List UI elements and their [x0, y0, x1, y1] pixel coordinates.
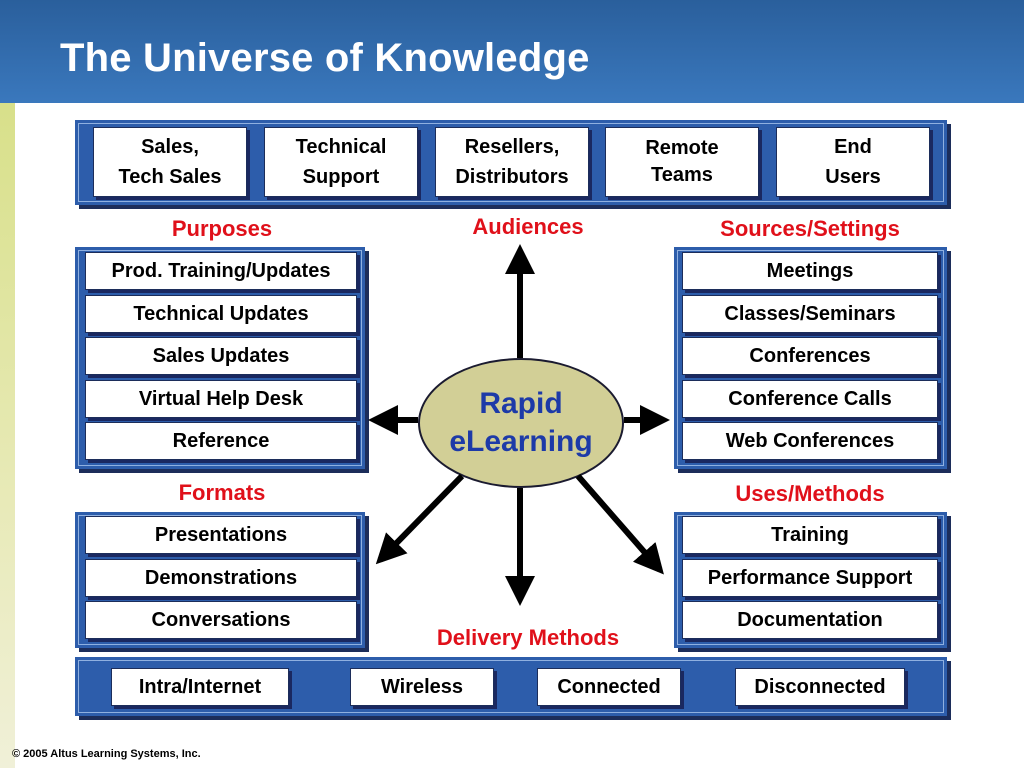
audience-item: End Users — [776, 127, 930, 197]
delivery-item: Intra/Internet — [111, 668, 289, 706]
audiences-label: Audiences — [472, 214, 584, 239]
delivery-item: Wireless — [350, 668, 494, 706]
format-item: Demonstrations — [85, 559, 357, 597]
purpose-item: Technical Updates — [85, 295, 357, 333]
source-item: Web Conferences — [682, 422, 938, 460]
audience-item: Sales, Tech Sales — [93, 127, 247, 197]
formats-panel: Presentations Demonstrations Conversatio… — [75, 512, 365, 648]
sidebar-accent — [0, 103, 15, 768]
delivery-panel: Intra/Internet Wireless Connected Discon… — [75, 657, 947, 716]
rapid-elearning-hub: Rapid eLearning — [418, 358, 624, 488]
purpose-item: Prod. Training/Updates — [85, 252, 357, 290]
uses-label: Uses/Methods — [735, 481, 885, 506]
format-item: Conversations — [85, 601, 357, 639]
slide-title: The Universe of Knowledge — [60, 36, 590, 80]
delivery-label: Delivery Methods — [436, 625, 620, 650]
source-item: Conference Calls — [682, 380, 938, 418]
sources-label: Sources/Settings — [720, 216, 900, 241]
audience-item: Resellers, Distributors — [435, 127, 589, 197]
formats-label: Formats — [178, 480, 266, 505]
slide-header: The Universe of Knowledge — [0, 0, 1024, 103]
delivery-item: Connected — [537, 668, 681, 706]
delivery-item: Disconnected — [735, 668, 905, 706]
use-item: Documentation — [682, 601, 938, 639]
purposes-label: Purposes — [171, 216, 273, 241]
use-item: Training — [682, 516, 938, 554]
format-item: Presentations — [85, 516, 357, 554]
uses-panel: Training Performance Support Documentati… — [674, 512, 947, 648]
audience-item: Technical Support — [264, 127, 418, 197]
use-item: Performance Support — [682, 559, 938, 597]
purpose-item: Sales Updates — [85, 337, 357, 375]
source-item: Conferences — [682, 337, 938, 375]
audience-item: Remote Teams — [605, 127, 759, 197]
source-item: Classes/Seminars — [682, 295, 938, 333]
source-item: Meetings — [682, 252, 938, 290]
arrow-down-right — [575, 474, 664, 575]
arrow-down-left — [375, 473, 465, 565]
purposes-panel: Prod. Training/Updates Technical Updates… — [75, 247, 365, 469]
purpose-item: Reference — [85, 422, 357, 460]
copyright-footer: © 2005 Altus Learning Systems, Inc. — [12, 748, 201, 760]
purpose-item: Virtual Help Desk — [85, 380, 357, 418]
sources-panel: Meetings Classes/Seminars Conferences Co… — [674, 247, 947, 469]
audiences-panel: Sales, Tech Sales Technical Support Rese… — [75, 120, 947, 205]
